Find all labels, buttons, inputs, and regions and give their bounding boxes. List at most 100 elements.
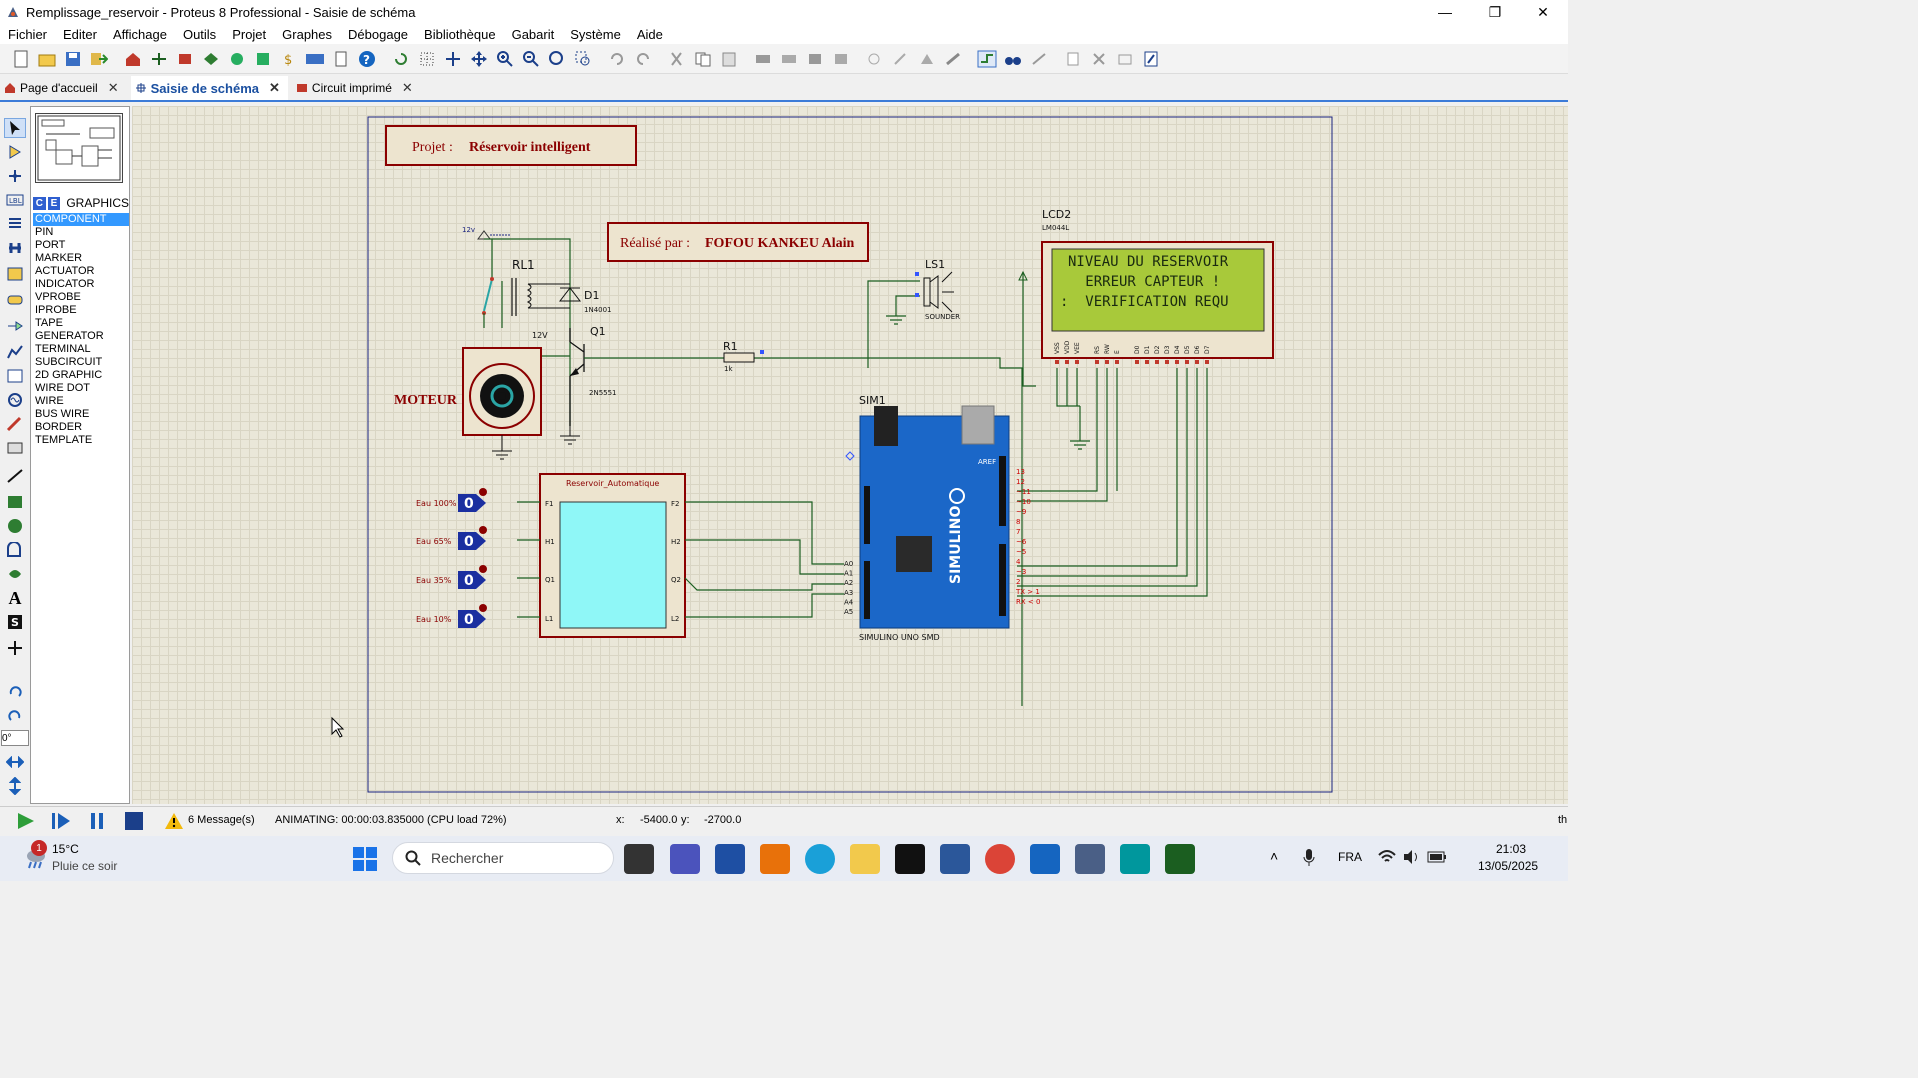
- list-item[interactable]: VPROBE: [35, 291, 81, 303]
- app-taskbar-icon[interactable]: [1165, 844, 1195, 874]
- language-indicator[interactable]: FRA: [1338, 850, 1362, 864]
- zoom-area-icon[interactable]: [572, 48, 594, 70]
- junction-dot-icon[interactable]: [4, 166, 26, 186]
- undo-icon[interactable]: [606, 48, 628, 70]
- zoom-all-icon[interactable]: [546, 48, 568, 70]
- property-assignment-icon[interactable]: [1028, 48, 1050, 70]
- notepad-icon[interactable]: [1030, 844, 1060, 874]
- list-item[interactable]: COMPONENT: [33, 213, 129, 226]
- symbol-tool-icon[interactable]: S: [4, 612, 26, 632]
- list-item[interactable]: IPROBE: [35, 304, 77, 316]
- search-parts-icon[interactable]: [1002, 48, 1024, 70]
- circle-tool-icon[interactable]: [4, 516, 26, 536]
- exit-parent-icon[interactable]: [1114, 48, 1136, 70]
- import-icon[interactable]: [88, 48, 110, 70]
- block-move-icon[interactable]: [778, 48, 800, 70]
- pick-devices-button[interactable]: C: [33, 196, 46, 210]
- maximize-button[interactable]: ❐: [1488, 3, 1502, 20]
- make-device-icon[interactable]: [890, 48, 912, 70]
- path-tool-icon[interactable]: [4, 564, 26, 584]
- warning-icon[interactable]: [164, 811, 184, 831]
- new-sheet-icon[interactable]: [1062, 48, 1084, 70]
- menu-aide[interactable]: Aide: [636, 26, 663, 42]
- voltage-probe-icon[interactable]: [4, 414, 26, 434]
- list-item[interactable]: 2D GRAPHIC: [35, 369, 103, 381]
- schematic-canvas[interactable]: Projet : Réservoir intelligent Réalisé p…: [132, 106, 1568, 804]
- messages-count[interactable]: 6 Message(s): [188, 814, 255, 826]
- overview-thumbnail[interactable]: [35, 113, 123, 183]
- new-file-icon[interactable]: [10, 48, 32, 70]
- chrome-icon[interactable]: [985, 844, 1015, 874]
- virtual-instruments-icon[interactable]: [4, 438, 26, 458]
- stop-icon[interactable]: [122, 811, 144, 831]
- home-icon[interactable]: [122, 48, 144, 70]
- pan-icon[interactable]: [468, 48, 490, 70]
- list-item[interactable]: TERMINAL: [35, 343, 91, 355]
- library-manager-button[interactable]: E: [47, 196, 61, 210]
- menu-gabarit[interactable]: Gabarit: [511, 26, 555, 42]
- zoom-out-icon[interactable]: [520, 48, 542, 70]
- arc-tool-icon[interactable]: [4, 540, 26, 560]
- list-item[interactable]: GENERATOR: [35, 330, 104, 342]
- tab-home[interactable]: Page d'accueil ✕: [0, 76, 127, 100]
- remove-sheet-icon[interactable]: [1088, 48, 1110, 70]
- word-icon[interactable]: [940, 844, 970, 874]
- mirror-vertical-icon[interactable]: [4, 776, 26, 796]
- clock-time[interactable]: 21:03: [1496, 842, 1527, 856]
- volume-icon[interactable]: [1402, 849, 1420, 865]
- menu-editer[interactable]: Editer: [63, 26, 97, 42]
- box-tool-icon[interactable]: [4, 492, 26, 512]
- marker-tool-icon[interactable]: [4, 638, 26, 658]
- taskbar-search[interactable]: Rechercher: [392, 842, 614, 874]
- wire-autorouter-icon[interactable]: [976, 48, 998, 70]
- play-icon[interactable]: [14, 811, 36, 831]
- component-mode-icon[interactable]: [4, 142, 26, 162]
- menu-projet[interactable]: Projet: [232, 26, 267, 42]
- bill-of-materials-icon[interactable]: $: [278, 48, 300, 70]
- buses-icon[interactable]: [4, 238, 26, 258]
- pick-device-icon[interactable]: [864, 48, 886, 70]
- redo-icon[interactable]: [632, 48, 654, 70]
- level-10-value[interactable]: 0: [464, 612, 474, 628]
- block-rotate-icon[interactable]: [804, 48, 826, 70]
- origin-icon[interactable]: [442, 48, 464, 70]
- zoom-in-icon[interactable]: [494, 48, 516, 70]
- list-item[interactable]: INDICATOR: [35, 278, 95, 290]
- report-icon[interactable]: [1140, 48, 1162, 70]
- gerber-icon[interactable]: [226, 48, 248, 70]
- list-item[interactable]: BUS WIRE: [35, 408, 90, 420]
- arduino-ide-icon[interactable]: [1120, 844, 1150, 874]
- block-delete-icon[interactable]: [830, 48, 852, 70]
- menu-graphes[interactable]: Graphes: [282, 26, 333, 42]
- list-item[interactable]: MARKER: [35, 252, 83, 264]
- pause-icon[interactable]: [86, 811, 108, 831]
- rotate-ccw-icon[interactable]: [4, 706, 26, 726]
- text-script-icon[interactable]: [4, 214, 26, 234]
- pcb-icon[interactable]: [174, 48, 196, 70]
- level-65-value[interactable]: 0: [464, 534, 474, 550]
- line-tool-icon[interactable]: [4, 466, 26, 486]
- list-item[interactable]: PIN: [35, 226, 54, 238]
- close-button[interactable]: ✕: [1537, 3, 1549, 20]
- edge-icon[interactable]: [805, 844, 835, 874]
- paste-icon[interactable]: [718, 48, 740, 70]
- notes-icon[interactable]: [330, 48, 352, 70]
- device-pins-icon[interactable]: [4, 316, 26, 336]
- selection-mode-icon[interactable]: [4, 118, 26, 138]
- menu-systeme[interactable]: Système: [570, 26, 621, 42]
- cut-icon[interactable]: [666, 48, 688, 70]
- schematic-icon[interactable]: [148, 48, 170, 70]
- design-explorer-icon[interactable]: [252, 48, 274, 70]
- subcircuit-icon[interactable]: [4, 264, 26, 284]
- sticky-notes-icon[interactable]: [895, 844, 925, 874]
- generator-icon[interactable]: [4, 390, 26, 410]
- tab-home-close-icon[interactable]: ✕: [107, 80, 119, 95]
- refresh-icon[interactable]: [390, 48, 412, 70]
- wire-label-icon[interactable]: LBL: [4, 190, 26, 210]
- step-icon[interactable]: [50, 811, 72, 831]
- teams-icon[interactable]: [670, 844, 700, 874]
- text-tool-icon[interactable]: A: [8, 587, 22, 608]
- block-copy-icon[interactable]: [752, 48, 774, 70]
- mirror-horizontal-icon[interactable]: [4, 752, 26, 772]
- tray-chevron-icon[interactable]: ˄: [1270, 848, 1279, 864]
